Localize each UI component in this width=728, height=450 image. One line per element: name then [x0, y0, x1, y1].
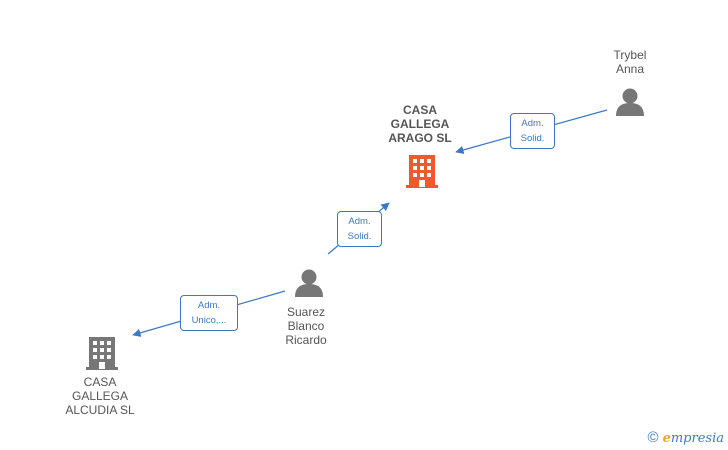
node-label-casa-alcudia[interactable]: CASA GALLEGA ALCUDIA SL — [65, 375, 135, 417]
copyright-icon: © — [647, 429, 659, 446]
building-icon[interactable] — [406, 155, 438, 188]
brand-logo-e: e — [662, 430, 671, 446]
node-label-suarez-blanco-ricardo[interactable]: Suarez Blanco Ricardo — [285, 305, 327, 347]
edge-label-trybel-to-arago: Adm. Solid. — [510, 113, 555, 149]
building-icon[interactable] — [86, 337, 118, 370]
person-icon[interactable] — [295, 269, 323, 298]
edge-label-suarez-to-alcudia: Adm. Unico,... — [180, 295, 238, 331]
brand-name: mpresia — [670, 430, 724, 446]
node-label-casa-arago[interactable]: CASA GALLEGA ARAGO SL — [388, 103, 452, 145]
edge-label-suarez-to-arago: Adm. Solid. — [337, 211, 382, 247]
node-label-trybel-anna[interactable]: Trybel Anna — [613, 48, 647, 76]
person-icon[interactable] — [616, 88, 644, 117]
brand-watermark: © empresia — [648, 429, 724, 446]
